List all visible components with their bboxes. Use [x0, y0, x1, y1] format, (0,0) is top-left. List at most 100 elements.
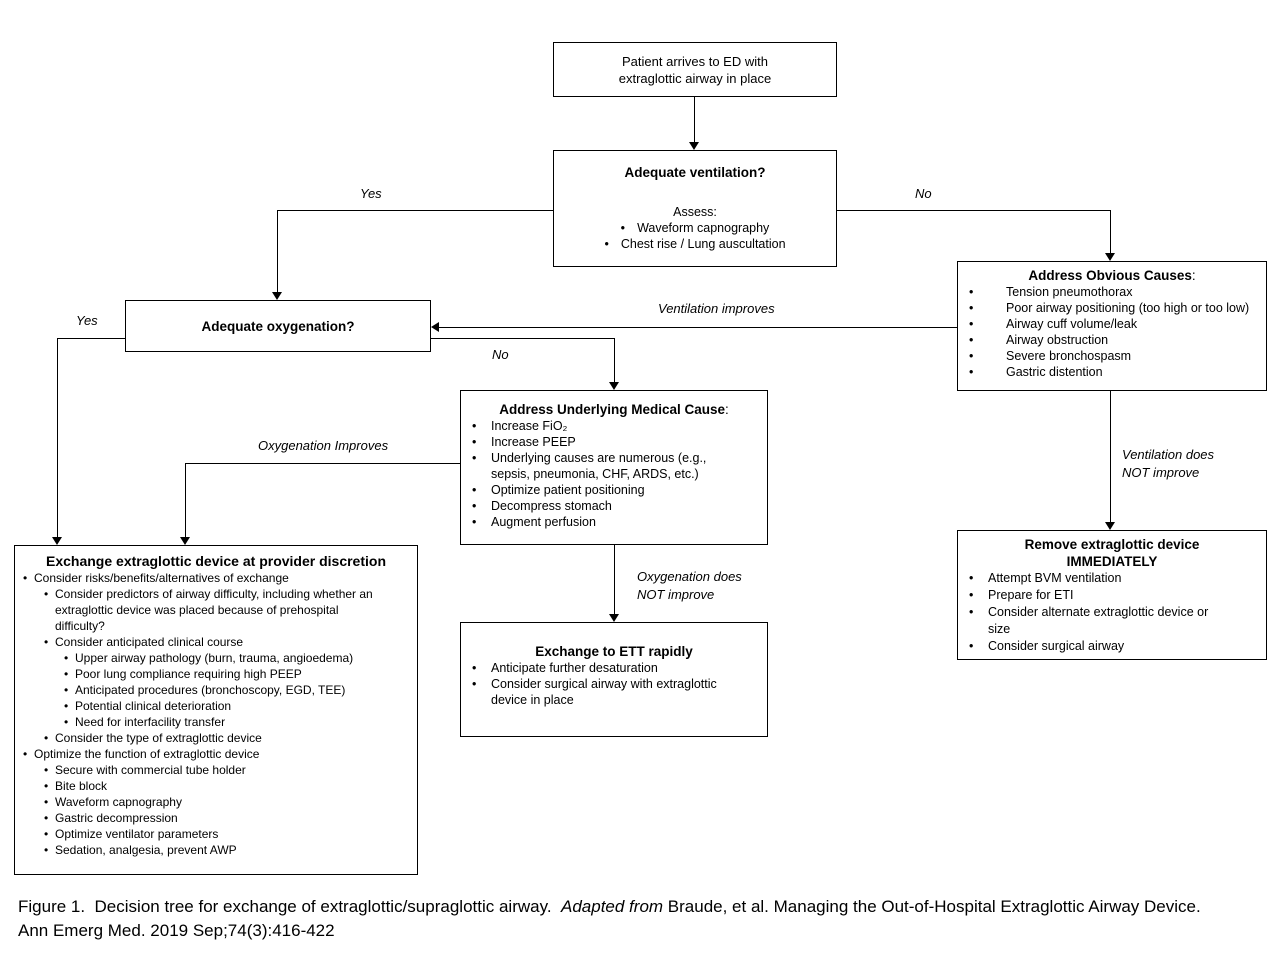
bullet-dot: •: [23, 571, 28, 585]
bullet-text: Secure with commercial tube holder: [55, 763, 246, 777]
node-address-obvious-causes: Address Obvious Causes: •Tension pneumot…: [957, 261, 1267, 391]
arrowhead-down-icon: [180, 537, 190, 545]
connector-oxygenation-yes-h: [57, 338, 125, 339]
bullet-text: Consider surgical airway: [988, 639, 1125, 653]
bullet-text: Consider risks/benefits/alternatives of …: [34, 571, 289, 585]
bullet-item: •Airway cuff volume/leak: [958, 316, 1266, 332]
bullet-item: •Tension pneumothorax: [958, 284, 1266, 300]
bullet-item: •Attempt BVM ventilation: [958, 570, 1266, 587]
node-patient-arrives: Patient arrives to ED with extraglottic …: [553, 42, 837, 97]
bullet-text: Increase PEEP: [491, 435, 576, 449]
bullet-dot: •: [64, 683, 69, 697]
bullet-text: Poor lung compliance requiring high PEEP: [75, 667, 302, 681]
bullet-dot: •: [44, 795, 49, 809]
bullet-text: Consider predictors of airway difficulty…: [55, 587, 373, 633]
bullet-item: •Consider anticipated clinical course: [15, 634, 417, 650]
bullet-item: •Severe bronchospasm: [958, 348, 1266, 364]
connector-ventilation-not-improve: [1110, 391, 1111, 524]
bullet-item: •Anticipate further desaturation: [461, 660, 767, 676]
connector-patient-to-ventilation: [694, 97, 695, 143]
bullet-text: Bite block: [55, 779, 108, 793]
bullet-dot: •: [44, 827, 49, 841]
edge-label-no-oxygenation: No: [492, 347, 509, 362]
connector-oxygenation-improves-h: [185, 463, 460, 464]
caption-citation: Ann Emerg Med. 2019 Sep;74(3):416-422: [18, 921, 335, 940]
node-title: Exchange extraglottic device at provider…: [46, 553, 386, 569]
bullet-text: Anticipated procedures (bronchoscopy, EG…: [75, 683, 346, 697]
bullet-dot: •: [969, 317, 974, 331]
bullet-dot: •: [969, 349, 974, 363]
bullet-dot: •: [44, 811, 49, 825]
bullet-text: Anticipate further desaturation: [491, 661, 658, 675]
bullet-item: •Consider predictors of airway difficult…: [15, 586, 417, 634]
bullet-item: • Consider risks/benefits/alternatives of…: [15, 570, 417, 586]
bullet-item: • Gastric decompression: [15, 810, 417, 826]
connector-oxygenation-no-v: [614, 338, 615, 384]
node-title: Adequate ventilation?: [624, 165, 766, 180]
bullet-dot: •: [44, 731, 49, 745]
bullet-item: • Consider alternate extraglottic device …: [958, 604, 1266, 638]
bullet-dot: •: [472, 483, 477, 497]
bullet-item: • Anticipated procedures (bronchoscopy, E…: [15, 682, 417, 698]
bullet-dot: •: [44, 779, 49, 793]
bullet-dot: •: [64, 715, 69, 729]
arrowhead-down-icon: [609, 382, 619, 390]
bullet-text: Potential clinical deterioration: [75, 699, 232, 713]
bullet-item: • Chest rise / Lung auscultation: [554, 236, 836, 252]
bullet-dot: •: [969, 365, 974, 379]
bullet-item: • Decompress stomach: [461, 498, 767, 514]
assess-label: Assess:: [673, 205, 717, 219]
connector-oxygenation-yes-v: [57, 338, 58, 537]
figure-caption: Figure 1. Decision tree for exchange of …: [18, 895, 1262, 943]
bullet-item: • Consider the type of extraglottic devic…: [15, 730, 417, 746]
edge-label-no: No: [915, 186, 932, 201]
bullet-dot: •: [23, 747, 28, 761]
bullet-dot: •: [472, 499, 477, 513]
bullet-item: •Airway obstruction: [958, 332, 1266, 348]
bullet-item: • Poor lung compliance requiring high PEE…: [15, 666, 417, 682]
connector-ventilation-no-h: [837, 210, 1110, 211]
bullet-text: Augment perfusion: [491, 515, 596, 529]
node-exchange-to-ett: Exchange to ETT rapidly •Anticipate furt…: [460, 622, 768, 737]
bullet-dot: •: [44, 635, 49, 649]
bullet-dot: •: [64, 699, 69, 713]
bullet-dot: •: [969, 639, 974, 653]
bullet-text: Decompress stomach: [491, 499, 612, 513]
bullet-item: • Waveform capnography: [554, 220, 836, 236]
node-title: Address Underlying Medical Cause:: [499, 402, 729, 417]
bullet-text: Increase FiO₂: [491, 419, 568, 433]
bullet-text: Consider the type of extraglottic device: [55, 731, 262, 745]
bullet-dot: •: [472, 419, 477, 433]
connector-ventilation-yes-v: [277, 210, 278, 294]
node-adequate-ventilation: Adequate ventilation? Assess: • Waveform…: [553, 150, 837, 267]
bullet-item: •Gastric distention: [958, 364, 1266, 380]
bullet-dot: •: [64, 667, 69, 681]
bullet-item: •Prepare for ETI: [958, 587, 1266, 604]
node-title: Adequate oxygenation?: [201, 318, 355, 334]
bullet-item: • Need for interfacility transfer: [15, 714, 417, 730]
bullet-item: • Increase FiO₂: [461, 418, 767, 434]
bullet-item: •Sedation, analgesia, prevent AWP: [15, 842, 417, 858]
bullet-text: Consider surgical airway with extraglott…: [491, 677, 717, 707]
bullet-text: Gastric decompression: [55, 811, 178, 825]
edge-label-yes-oxygenation: Yes: [76, 313, 98, 328]
edge-label-ventilation-not-improve: Ventilation does NOT improve: [1122, 447, 1215, 480]
bullet-text: Tension pneumothorax: [1006, 285, 1133, 299]
arrowhead-left-icon: [431, 322, 439, 332]
bullet-text: Need for interfacility transfer: [75, 715, 226, 729]
connector-ventilation-no-v: [1110, 210, 1111, 255]
node-title: Exchange to ETT rapidly: [535, 644, 693, 659]
connector-ventilation-yes-h: [277, 210, 553, 211]
bullet-dot: •: [472, 515, 477, 529]
edge-label-yes: Yes: [360, 186, 382, 201]
bullet-dot: •: [472, 677, 477, 691]
bullet-text: Upper airway pathology (burn, trauma, an…: [75, 651, 354, 665]
bullet-dot: •: [969, 333, 974, 347]
arrowhead-down-icon: [1105, 522, 1115, 530]
bullet-text: Waveform capnography: [637, 221, 770, 235]
edge-label-oxygenation-improves: Oxygenation Improves: [258, 438, 389, 453]
bullet-dot: •: [969, 605, 974, 619]
bullet-item: •Optimize patient positioning: [461, 482, 767, 498]
bullet-text: Consider alternate extraglottic device o…: [988, 605, 1209, 636]
